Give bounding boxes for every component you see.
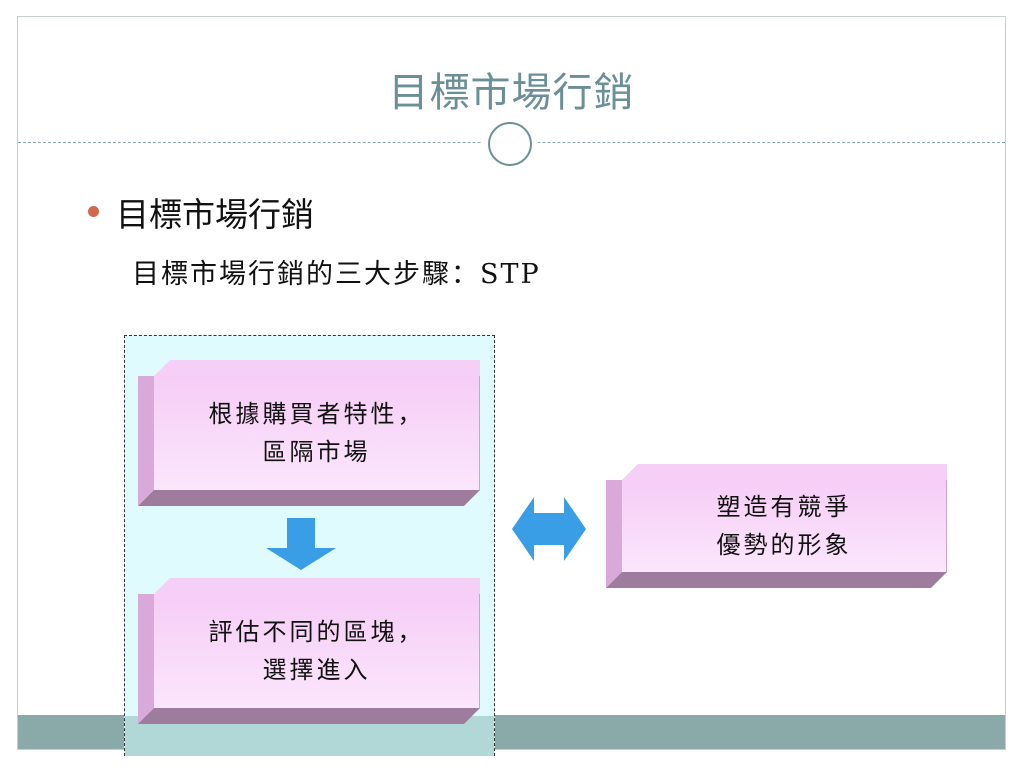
stp-subtitle: 目標市場行銷的三大步驟：STP bbox=[132, 259, 541, 290]
bullet-text: 目標市場行銷 bbox=[116, 195, 314, 234]
down-arrow-icon bbox=[266, 518, 336, 570]
slide-title: 目標市場行銷 bbox=[388, 70, 635, 116]
bullet-dot-icon bbox=[88, 206, 99, 217]
position-box: 塑造有競爭 優勢的形象 bbox=[606, 464, 947, 588]
segment-box: 根據購買者特性， 區隔市場 bbox=[138, 360, 480, 506]
target-line-2: 選擇進入 bbox=[262, 656, 371, 684]
target-box: 評估不同的區塊， 選擇進入 bbox=[138, 578, 480, 724]
position-line-1: 塑造有競爭 bbox=[716, 492, 852, 521]
segment-line-1: 根據購買者特性， bbox=[208, 399, 425, 428]
title-ring-icon bbox=[482, 116, 538, 172]
left-right-arrow-icon bbox=[512, 497, 586, 561]
position-line-2: 優勢的形象 bbox=[716, 531, 852, 559]
segment-line-2: 區隔市場 bbox=[262, 438, 371, 466]
target-line-1: 評估不同的區塊， bbox=[208, 617, 425, 646]
